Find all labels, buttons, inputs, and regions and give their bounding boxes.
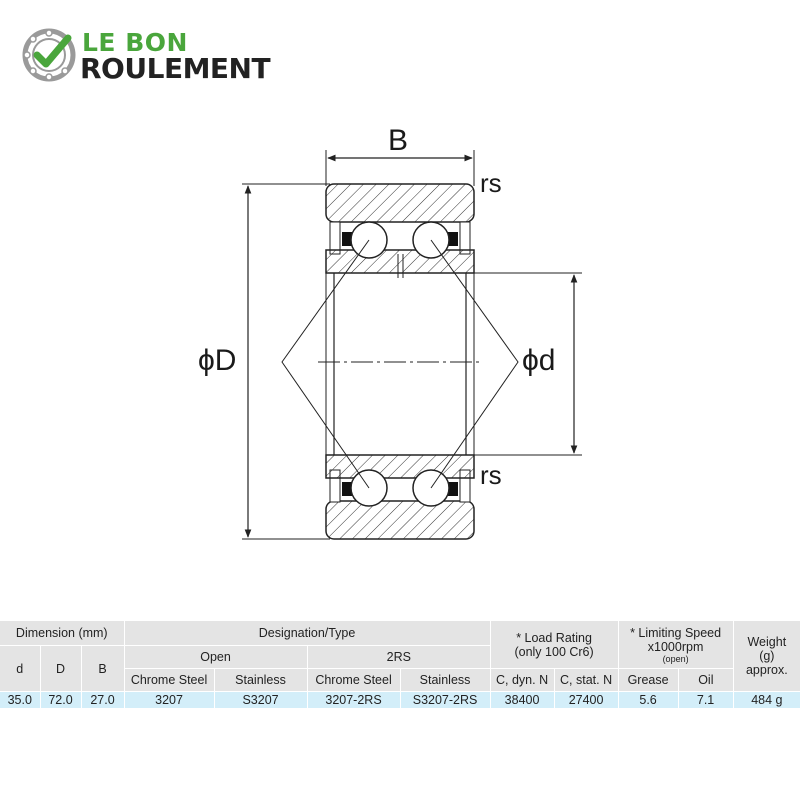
outer-ring-bottom (325, 500, 475, 540)
header-weight: Weight (g) approx. (733, 621, 800, 692)
shield-top-right (459, 221, 471, 255)
cage-block-top-right (448, 232, 458, 246)
header-2rs: 2RS (307, 645, 491, 669)
col-chrome-steel-2rs: Chrome Steel (307, 668, 401, 692)
cage-block-bottom-left (342, 482, 352, 496)
shield-top-left (329, 221, 341, 255)
cell-c-dyn: 38400 (490, 691, 555, 709)
header-weight-title: Weight (747, 635, 787, 649)
col-chrome-steel-open: Chrome Steel (124, 668, 215, 692)
cell-chrome-steel-2rs: 3207-2RS (307, 691, 401, 709)
header-open: Open (124, 645, 308, 669)
header-load-rating-sub: (only 100 Cr6) (514, 644, 594, 659)
label-radius-top: rs (480, 168, 502, 198)
col-c-stat: C, stat. N (554, 668, 619, 692)
check-bearing-icon (22, 28, 76, 82)
cage-block-bottom-right (448, 482, 458, 496)
cell-weight: 484 g (733, 691, 800, 709)
header-load-rating-title: * Load Rating (516, 630, 592, 645)
col-stainless-2rs: Stainless (400, 668, 491, 692)
col-outer-d: D (40, 645, 82, 692)
header-dimension: Dimension (mm) (0, 621, 125, 646)
col-stainless-open: Stainless (214, 668, 308, 692)
cell-outer-d: 72.0 (40, 691, 82, 709)
cell-grease: 5.6 (618, 691, 679, 709)
header-limiting-speed: * Limiting Speed x1000rpm (open) (618, 621, 734, 669)
contact-line-right (430, 239, 519, 489)
col-c-dyn: C, dyn. N (490, 668, 555, 692)
col-grease: Grease (618, 668, 679, 692)
outer-ring-top (325, 183, 475, 223)
header-limiting-speed-title: * Limiting Speed (630, 625, 722, 640)
header-limiting-speed-unit: x1000rpm (647, 639, 704, 654)
header-weight-note: approx. (745, 663, 788, 677)
header-limiting-speed-note: (open) (662, 653, 689, 664)
label-inner-diameter: ϕd (522, 344, 556, 377)
brand-name-line1: LE BON (82, 28, 188, 57)
col-d: d (0, 645, 41, 692)
cell-d: 35.0 (0, 691, 41, 709)
label-radius-bottom: rs (480, 460, 502, 490)
cell-stainless-2rs: S3207-2RS (400, 691, 491, 709)
col-oil: Oil (678, 668, 734, 692)
bearing-cross-section-diagram: B ϕD ϕd rs rs (198, 124, 582, 540)
header-designation: Designation/Type (124, 621, 491, 646)
table-row: 35.0 72.0 27.0 3207 S3207 3207-2RS S3207… (0, 691, 800, 709)
cell-c-stat: 27400 (554, 691, 619, 709)
label-outer-diameter: ϕD (198, 344, 236, 377)
specification-table: Dimension (mm) Designation/Type * Load R… (0, 621, 800, 709)
cage-block-top-left (342, 232, 352, 246)
label-b: B (388, 124, 408, 157)
brand-logo: LE BON ROULEMENT (22, 28, 302, 88)
header-load-rating: * Load Rating (only 100 Cr6) (490, 621, 619, 669)
cell-chrome-steel-open: 3207 (124, 691, 215, 709)
brand-name-line2: ROULEMENT (80, 52, 271, 85)
col-b: B (81, 645, 125, 692)
contact-line-left (281, 239, 370, 489)
cell-oil: 7.1 (678, 691, 734, 709)
cell-stainless-open: S3207 (214, 691, 308, 709)
cell-b: 27.0 (81, 691, 125, 709)
header-weight-unit: (g) (759, 649, 775, 663)
